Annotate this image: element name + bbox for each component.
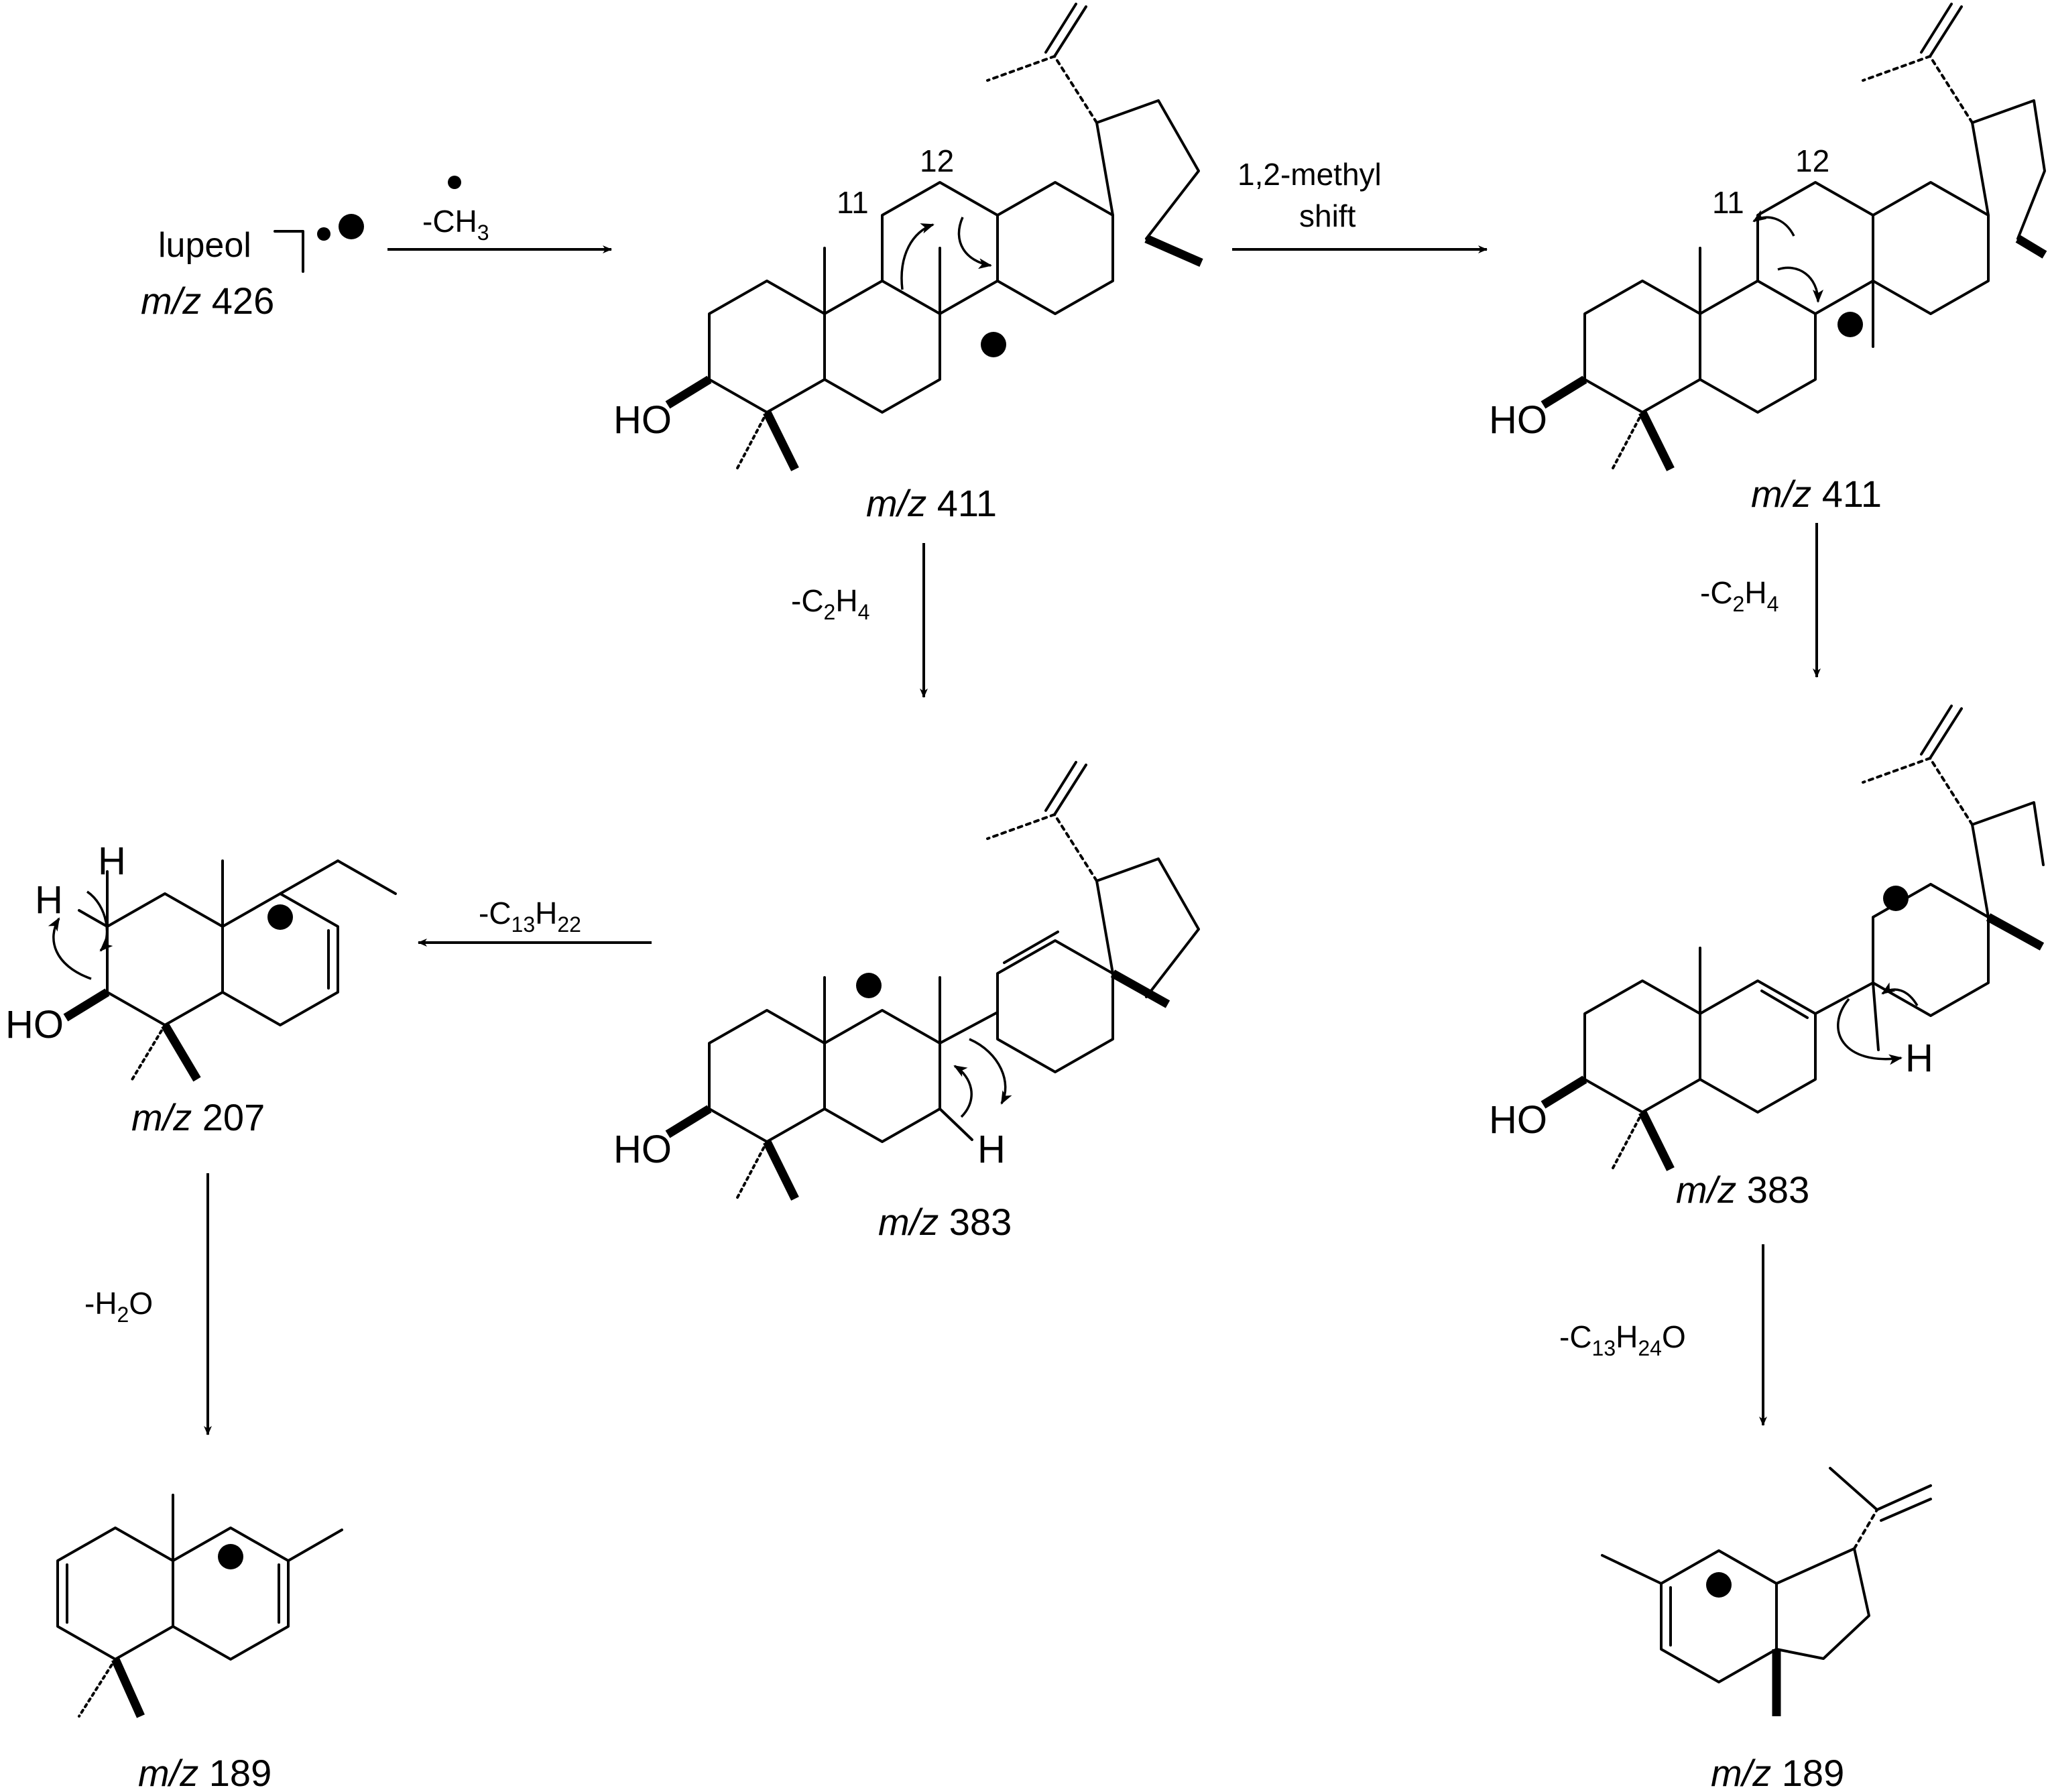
hydroxyl-label: HO [5, 1003, 64, 1047]
mz-383-label: m/z 383 [1676, 1169, 1809, 1211]
methyl-shift-line1: 1,2-methyl [1238, 157, 1382, 192]
loss-c13h24o-label: -C13H24O [1559, 1319, 1686, 1360]
step-loss-h2o: -H2O [84, 1173, 212, 1435]
curly-arrow [900, 223, 934, 290]
radical-dot [448, 176, 461, 189]
position-11-label: 11 [1712, 185, 1744, 220]
plus-charge-icon [1706, 1572, 1732, 1598]
curly-arrow [957, 217, 992, 270]
ion-189-right-structure: m/z 189 [1601, 1467, 1932, 1792]
curly-arrow [48, 917, 92, 980]
hydroxyl-label: HO [613, 1128, 672, 1171]
loss-h2o-label: -H2O [84, 1286, 153, 1327]
hydrogen-label: H [98, 839, 126, 883]
hydroxyl-label: HO [1489, 398, 1547, 442]
ion-383-center-structure: HO H m/z 383 [613, 761, 1200, 1243]
curly-arrow [953, 1065, 973, 1118]
curly-arrow [1837, 998, 1903, 1065]
radical-dot [317, 227, 330, 241]
plus-charge-icon [981, 332, 1006, 357]
step-loss-c2h4-right: -C2H4 [1700, 523, 1821, 678]
step-loss-c13h22: -C13H22 [418, 896, 652, 947]
mz-411-label: m/z 411 [866, 482, 997, 524]
curly-arrow [86, 890, 113, 952]
loss-c2h4-label: -C2H4 [791, 583, 869, 624]
mz-383-label: m/z 383 [878, 1201, 1012, 1243]
ion-411-left-structure: HO 11 12 m/z 411 [613, 3, 1203, 524]
curly-arrow [1752, 210, 1795, 237]
methyl-shift-line2: shift [1299, 198, 1356, 233]
step-methyl-shift: 1,2-methyl shift [1232, 157, 1488, 253]
loss-c13h22-label: -C13H22 [479, 896, 581, 937]
plus-charge-icon [856, 973, 882, 998]
plus-charge-icon [1883, 886, 1909, 911]
position-12-label: 12 [920, 143, 954, 178]
plus-charge-icon [339, 214, 364, 239]
bracket [274, 230, 304, 273]
hydrogen-label: H [35, 878, 63, 922]
curly-arrow [1777, 266, 1823, 303]
plus-charge-icon [218, 1544, 243, 1569]
hydrogen-label: H [1905, 1036, 1933, 1080]
step-loss-ch3: -CH3 [387, 176, 612, 253]
hydroxyl-label: HO [613, 398, 672, 442]
ion-189-left-structure: m/z 189 [56, 1494, 343, 1792]
loss-ch3-label: -CH3 [422, 204, 489, 245]
ion-207-structure: HO H H m/z 207 [5, 839, 397, 1138]
ion-383-right-structure: HO H m/z 383 [1489, 705, 2045, 1211]
mz-189-label: m/z 189 [138, 1752, 272, 1792]
plus-charge-icon [267, 904, 293, 930]
mz-411-label: m/z 411 [1751, 473, 1882, 515]
lupeol-label: lupeol [158, 226, 251, 265]
loss-c2h4-label: -C2H4 [1700, 575, 1778, 616]
mz-426-label: m/z 426 [141, 280, 274, 322]
curly-arrow [969, 1038, 1012, 1105]
lupeol-radical-cation: lupeol m/z 426 [141, 214, 364, 322]
step-loss-c13h24o: -C13H24O [1559, 1244, 1767, 1426]
position-12-label: 12 [1795, 143, 1829, 178]
hydroxyl-label: HO [1489, 1098, 1547, 1142]
curly-arrow [1881, 982, 1919, 1006]
plus-charge-icon [1837, 312, 1863, 337]
mz-189-label: m/z 189 [1711, 1752, 1844, 1792]
ion-411-right-structure: HO 11 12 m/z 411 [1489, 3, 2047, 515]
hydrogen-label: H [977, 1128, 1006, 1171]
step-loss-c2h4-center: -C2H4 [791, 543, 928, 698]
position-11-label: 11 [837, 185, 869, 220]
mz-207-label: m/z 207 [131, 1096, 265, 1138]
